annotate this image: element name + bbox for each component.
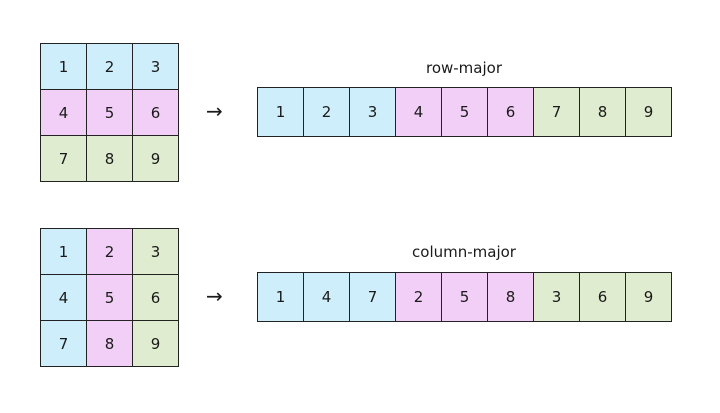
row-major-arrow-icon: → bbox=[206, 99, 223, 123]
array-cell: 2 bbox=[396, 273, 442, 322]
array-cell: 1 bbox=[258, 273, 304, 322]
matrix-cell: 6 bbox=[133, 275, 179, 321]
matrix-cell: 2 bbox=[87, 229, 133, 275]
matrix-cell: 9 bbox=[133, 321, 179, 367]
matrix-cell: 7 bbox=[41, 321, 87, 367]
matrix-cell: 3 bbox=[133, 229, 179, 275]
array-cell: 7 bbox=[350, 273, 396, 322]
matrix-cell: 4 bbox=[41, 275, 87, 321]
array-cell: 4 bbox=[304, 273, 350, 322]
matrix-cell: 2 bbox=[87, 44, 133, 90]
matrix-cell: 9 bbox=[133, 136, 179, 182]
array-cell: 9 bbox=[626, 88, 672, 137]
array-cell: 5 bbox=[442, 273, 488, 322]
array-cell: 2 bbox=[304, 88, 350, 137]
matrix-cell: 1 bbox=[41, 229, 87, 275]
matrix-cell: 8 bbox=[87, 136, 133, 182]
array-cell: 5 bbox=[442, 88, 488, 137]
array-cell: 4 bbox=[396, 88, 442, 137]
matrix-cell: 7 bbox=[41, 136, 87, 182]
array-cell: 3 bbox=[534, 273, 580, 322]
matrix-cell: 4 bbox=[41, 90, 87, 136]
matrix-cell: 8 bbox=[87, 321, 133, 367]
array-cell: 6 bbox=[580, 273, 626, 322]
matrix-cell: 5 bbox=[87, 90, 133, 136]
column-major-label: column-major bbox=[412, 243, 516, 261]
array-cell: 9 bbox=[626, 273, 672, 322]
matrix-cell: 1 bbox=[41, 44, 87, 90]
matrix-cell: 6 bbox=[133, 90, 179, 136]
array-cell: 7 bbox=[534, 88, 580, 137]
row-major-label: row-major bbox=[425, 59, 502, 77]
array-cell: 8 bbox=[580, 88, 626, 137]
matrix-cell: 3 bbox=[133, 44, 179, 90]
array-cell: 3 bbox=[350, 88, 396, 137]
matrix-cell: 5 bbox=[87, 275, 133, 321]
array-cell: 1 bbox=[258, 88, 304, 137]
array-cell: 8 bbox=[488, 273, 534, 322]
array-cell: 6 bbox=[488, 88, 534, 137]
column-major-arrow-icon: → bbox=[206, 284, 223, 308]
